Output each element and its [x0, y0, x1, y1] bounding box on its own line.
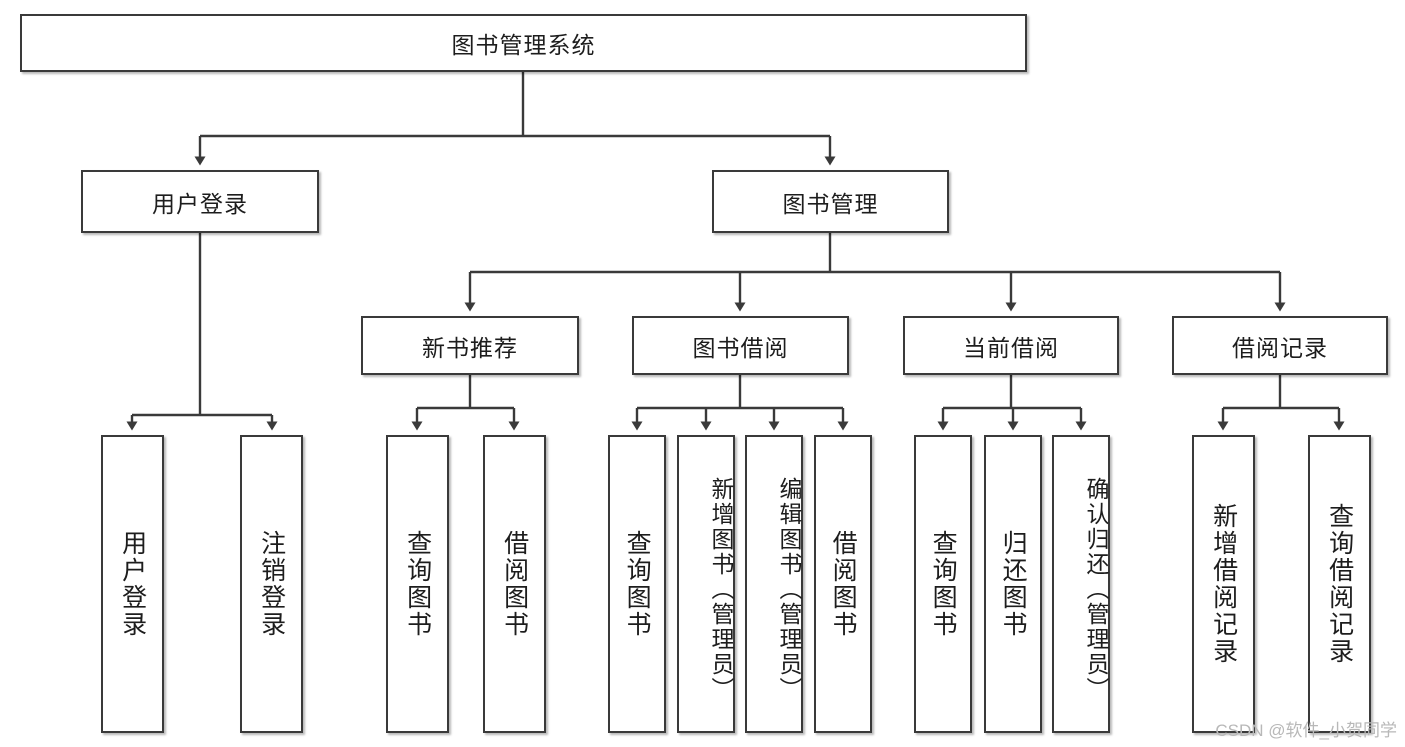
node-book-management[interactable]: 图书管理 [712, 170, 949, 233]
node-label: 查询图书 [403, 530, 432, 638]
node-label: 借阅图书 [500, 530, 529, 638]
leaf-borrow-book[interactable]: 借阅图书 [814, 435, 872, 733]
leaf-user-login[interactable]: 用户登录 [101, 435, 164, 733]
node-new-book-recommend[interactable]: 新书推荐 [361, 316, 579, 375]
node-label: 查询图书 [929, 530, 958, 638]
node-label: 新增图书（管理员） [708, 476, 734, 702]
node-label: 借阅图书 [829, 530, 858, 638]
node-label: 用户登录 [152, 190, 248, 217]
node-label: 当前借阅 [963, 334, 1059, 361]
node-borrow-record[interactable]: 借阅记录 [1172, 316, 1388, 375]
node-root[interactable]: 图书管理系统 [20, 14, 1027, 72]
leaf-add-borrow-record[interactable]: 新增借阅记录 [1192, 435, 1255, 733]
node-current-borrow[interactable]: 当前借阅 [903, 316, 1119, 375]
leaf-query-book-borrow[interactable]: 查询图书 [608, 435, 666, 733]
node-label: 图书管理 [782, 190, 879, 217]
node-label: 用户登录 [118, 530, 147, 638]
leaf-add-book-admin[interactable]: 新增图书（管理员） [677, 435, 735, 733]
leaf-query-book-current[interactable]: 查询图书 [914, 435, 972, 733]
node-book-borrow[interactable]: 图书借阅 [632, 316, 849, 375]
csdn-watermark: CSDN @软件_小贺同学 [1215, 721, 1397, 740]
node-user-login[interactable]: 用户登录 [81, 170, 319, 233]
node-label: 借阅记录 [1232, 334, 1328, 361]
leaf-query-book-recommend[interactable]: 查询图书 [386, 435, 449, 733]
node-label: 图书管理系统 [451, 32, 596, 58]
node-label: 确认归还（管理员） [1083, 476, 1109, 702]
node-label: 查询借阅记录 [1325, 503, 1354, 665]
leaf-confirm-return-admin[interactable]: 确认归还（管理员） [1052, 435, 1110, 733]
node-label: 查询图书 [623, 530, 652, 638]
node-label: 图书借阅 [692, 334, 789, 361]
node-label: 编辑图书（管理员） [776, 476, 802, 702]
leaf-edit-book-admin[interactable]: 编辑图书（管理员） [745, 435, 803, 733]
leaf-return-book[interactable]: 归还图书 [984, 435, 1042, 733]
leaf-logout[interactable]: 注销登录 [240, 435, 303, 733]
node-label: 归还图书 [999, 530, 1028, 638]
leaf-query-borrow-record[interactable]: 查询借阅记录 [1308, 435, 1371, 733]
leaf-borrow-book-recommend[interactable]: 借阅图书 [483, 435, 546, 733]
node-label: 新书推荐 [422, 334, 518, 361]
node-label: 注销登录 [257, 530, 286, 638]
node-label: 新增借阅记录 [1209, 503, 1238, 665]
